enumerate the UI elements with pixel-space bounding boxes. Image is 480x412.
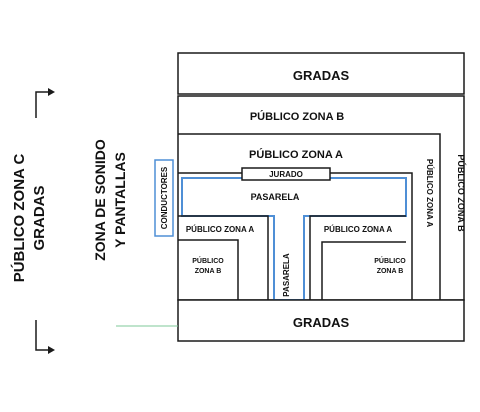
publico-zona-c-line2: GRADAS bbox=[31, 185, 48, 250]
jurado-label: JURADO bbox=[269, 170, 303, 179]
gradas-bottom-block bbox=[177, 299, 465, 342]
conductores-box bbox=[154, 159, 174, 237]
publico-zona-c-line1: PÚBLICO ZONA C bbox=[10, 154, 28, 283]
publico-zona-a-left-label: PÚBLICO ZONA A bbox=[186, 225, 255, 234]
zona-a-left-outline bbox=[178, 215, 269, 300]
publico-zona-a-top-label: PÚBLICO ZONA A bbox=[249, 148, 343, 161]
zona-b-band-outline bbox=[178, 133, 441, 300]
pasarela-vertical-label: PASARELA bbox=[282, 253, 291, 297]
zona-b-right-outline bbox=[321, 241, 406, 300]
publico-zona-b-left-line2: ZONA B bbox=[195, 268, 222, 275]
gradas-top-label: GRADAS bbox=[293, 68, 350, 83]
gradas-top-block bbox=[177, 52, 465, 95]
zona-sonido-line2: Y PANTALLAS bbox=[112, 152, 128, 248]
zona-c-arrow-bottom-icon bbox=[48, 346, 55, 354]
zona-a-right-outline bbox=[309, 215, 406, 300]
publico-zona-b-right-line1: PÚBLICO bbox=[374, 256, 406, 265]
publico-zona-b-left-line1: PÚBLICO bbox=[192, 256, 224, 265]
zona-c-label-backdrop bbox=[26, 118, 48, 320]
zona-c-arrow-top-icon bbox=[48, 88, 55, 96]
publico-zona-a-right-vertical-label: PÚBLICO ZONA A bbox=[425, 159, 434, 228]
zona-sonido-line1: ZONA DE SONIDO bbox=[92, 139, 108, 261]
conductores-label: CONDUCTORES bbox=[160, 166, 169, 229]
pasarela-horizontal-label: PASARELA bbox=[251, 192, 300, 202]
jurado-box bbox=[241, 167, 331, 181]
publico-zona-b-right-line2: ZONA B bbox=[377, 268, 404, 275]
gradas-bottom-label: GRADAS bbox=[293, 315, 350, 330]
publico-zona-a-right-label: PÚBLICO ZONA A bbox=[324, 225, 393, 234]
zona-b-left-outline bbox=[178, 239, 239, 300]
publico-zona-b-right-vertical-label: PÚBLICO ZONA B bbox=[456, 154, 467, 232]
publico-zona-b-top-label: PÚBLICO ZONA B bbox=[250, 110, 344, 123]
